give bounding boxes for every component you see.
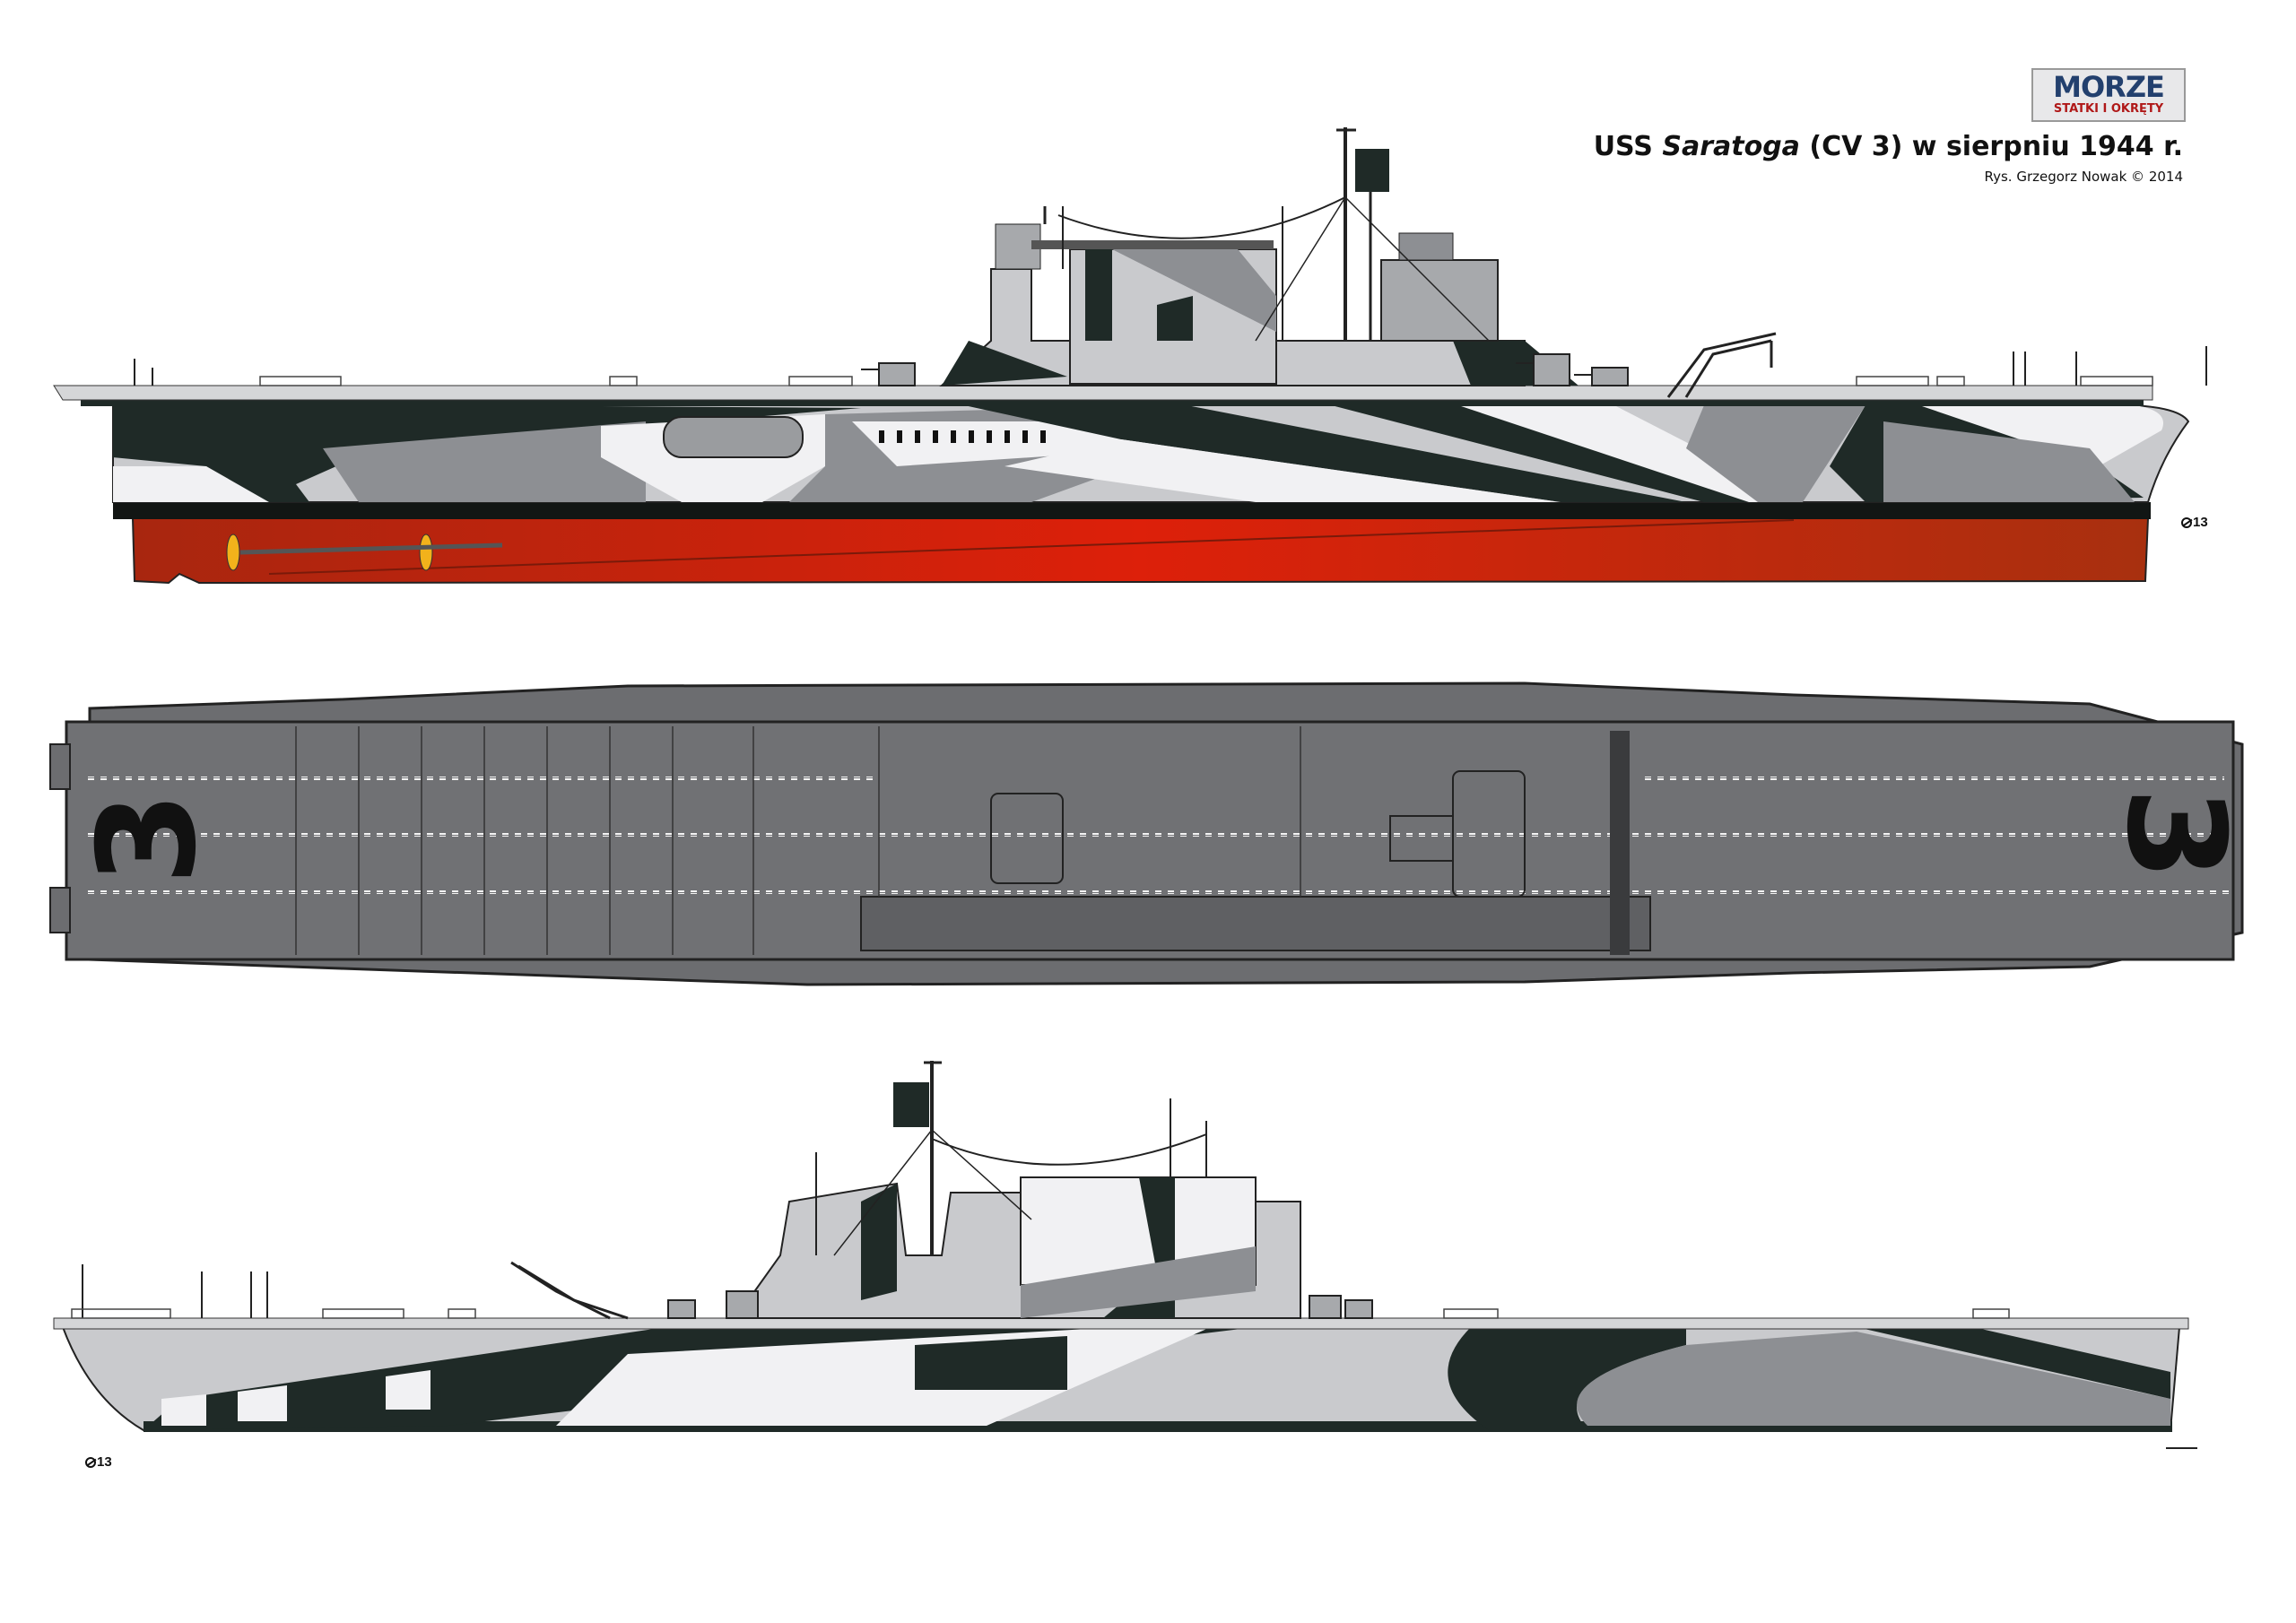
title-suffix: (CV 3) w sierpniu 1944 r. — [1799, 131, 2183, 162]
logo-main: MORZE — [2053, 70, 2165, 104]
scale-marker-starboard: 13 — [2181, 515, 2208, 530]
island-plan — [860, 896, 1651, 951]
scale-label: 13 — [97, 1454, 112, 1470]
dazzle-camouflage — [113, 377, 2163, 502]
port-profile — [53, 1061, 2197, 1449]
crane — [1666, 332, 1777, 398]
gun-mounts — [861, 353, 1629, 386]
elevators — [990, 770, 1526, 898]
logo-sub: STATKI I OKRĘTY — [2053, 102, 2164, 116]
deck-number-bow: 3 — [2097, 787, 2253, 881]
flight-deck-edge — [81, 399, 2144, 406]
crane-port — [510, 1261, 629, 1320]
scale-label: 13 — [2193, 515, 2208, 530]
propeller-icon — [226, 534, 503, 571]
underwater-hull — [131, 517, 2150, 585]
morze-logo: MORZE STATKI I OKRĘTY — [2031, 68, 2186, 122]
starboard-profile — [53, 127, 2207, 585]
portholes — [879, 430, 1046, 443]
island-superstructure-port — [734, 1061, 1301, 1319]
arresting-gear-strip — [1610, 731, 1630, 955]
island-superstructure — [939, 127, 1578, 386]
deck-centerlines — [85, 777, 2229, 894]
deck-number-aft: 3 — [70, 792, 226, 885]
boot-top — [113, 502, 2151, 519]
ship-name: Saratoga — [1662, 131, 1800, 162]
boat-pocket — [663, 416, 804, 458]
dazzle-camouflage-port — [144, 1273, 2170, 1430]
radar-antenna-port — [893, 1082, 929, 1127]
scale-circle-icon — [2181, 516, 2192, 528]
deck-plank-lines — [295, 726, 1301, 955]
drawing-credit: Rys. Grzegorz Nowak © 2014 — [1984, 169, 2183, 185]
title-prefix: USS — [1593, 131, 1663, 162]
gun-mounts-port — [667, 1290, 1373, 1319]
scale-circle-icon — [85, 1456, 96, 1468]
scale-marker-port: 13 — [85, 1454, 112, 1470]
radar-antenna — [1355, 149, 1389, 192]
plan-view: 3 3 — [49, 681, 2253, 986]
drawing-title: USS Saratoga (CV 3) w sierpniu 1944 r. — [1594, 131, 2183, 163]
